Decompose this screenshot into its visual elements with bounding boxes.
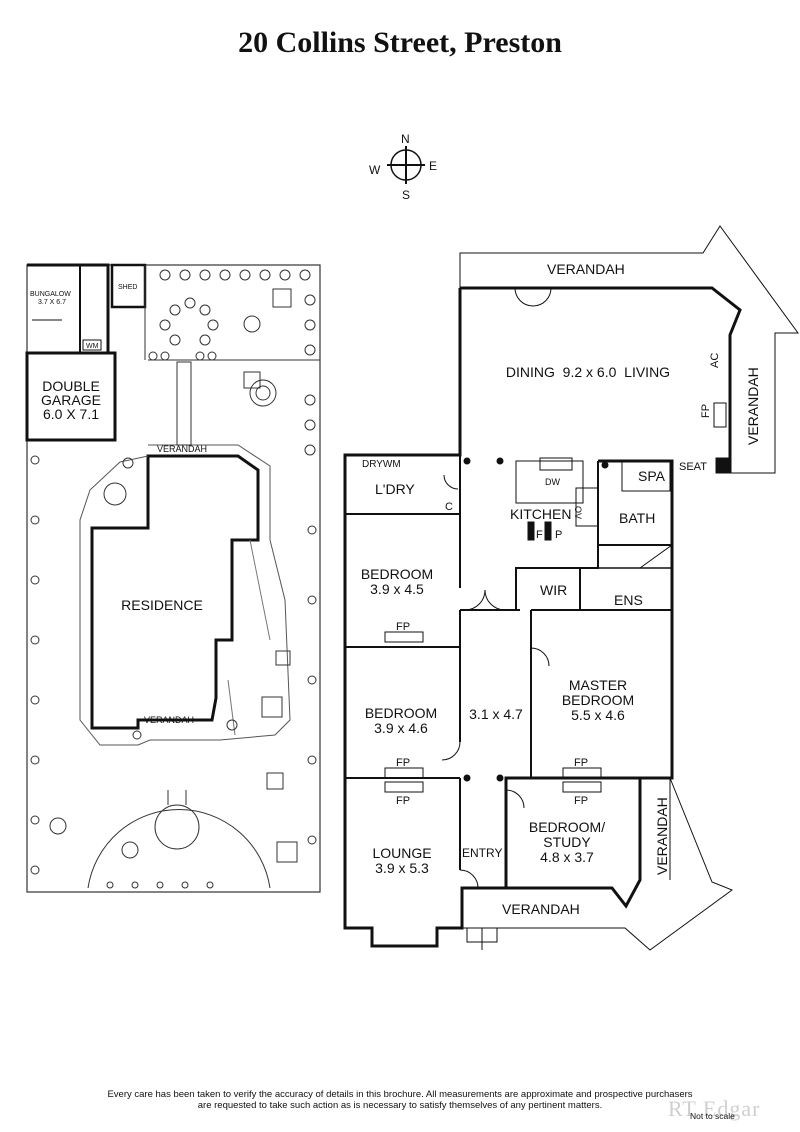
ens-label: ENS — [614, 592, 643, 608]
garage-label-2: GARAGE — [41, 392, 101, 408]
wir-label: WIR — [540, 582, 567, 598]
dining-living-label: DINING 9.2 x 6.0 LIVING — [506, 364, 670, 380]
verandah-side-label: VERANDAH — [654, 797, 670, 875]
bedroom2-label: BEDROOM — [365, 705, 437, 721]
compass-w: W — [369, 163, 381, 177]
fp-living-label: FP — [700, 404, 712, 418]
compass-n: N — [401, 132, 410, 146]
fp-bedroom2-label: FP — [396, 757, 410, 769]
brand-logo: RT Edgar — [668, 1096, 761, 1121]
disclaimer: Every care has been taken to verify the … — [60, 1089, 740, 1111]
fp-study-label: FP — [574, 795, 588, 807]
bedroom1-size: 3.9 x 4.5 — [370, 581, 424, 597]
lounge-size: 3.9 x 5.3 — [375, 860, 429, 876]
garage-size: 6.0 X 7.1 — [43, 406, 99, 422]
fp-bedroom1-label: FP — [396, 621, 410, 633]
shed-label: SHED — [118, 284, 137, 291]
master-label-2: BEDROOM — [562, 692, 634, 708]
not-to-scale: Not to scale — [690, 1111, 735, 1121]
drywm-label: DRYWM — [362, 459, 401, 470]
kitchen-label: KITCHEN — [510, 506, 571, 522]
verandah-right-label: VERANDAH — [745, 367, 761, 445]
verandah-front-label: VERANDAH — [502, 901, 580, 917]
ov-label: OV — [573, 506, 583, 519]
study-label-1: BEDROOM/ — [529, 819, 605, 835]
disclaimer-line-1: Every care has been taken to verify the … — [107, 1089, 693, 1100]
bedroom1-label: BEDROOM — [361, 566, 433, 582]
disclaimer-line-2: are requested to take such action as is … — [197, 1100, 603, 1111]
pantry-label: P — [555, 529, 562, 541]
lounge-label: LOUNGE — [372, 845, 431, 861]
laundry-label: L'DRY — [375, 481, 415, 497]
residence-label: RESIDENCE — [121, 597, 203, 613]
garage-label-1: DOUBLE — [42, 378, 100, 394]
compass-icon: N E S W — [369, 132, 437, 202]
bedroom2-size: 3.9 x 4.6 — [374, 720, 428, 736]
bungalow-size: 3.7 X 6.7 — [38, 299, 66, 306]
fp-master-label: FP — [574, 757, 588, 769]
entry-label: ENTRY — [462, 846, 502, 860]
page-title: 20 Collins Street, Preston — [238, 26, 562, 59]
dw-label: DW — [545, 477, 560, 487]
site-verandah-top: VERANDAH — [157, 444, 207, 454]
site-plan — [25, 263, 321, 893]
compass-e: E — [429, 159, 437, 173]
ac-label: AC — [709, 353, 721, 368]
hall-size: 3.1 x 4.7 — [469, 706, 523, 722]
bungalow-label: BUNGALOW — [30, 291, 71, 298]
master-size: 5.5 x 4.6 — [571, 707, 625, 723]
spa-label: SPA — [638, 468, 666, 484]
house-walls — [343, 225, 799, 951]
fridge-label: F — [536, 529, 543, 541]
cupboard-label: C — [445, 501, 453, 513]
site-verandah-bottom: VERANDAH — [144, 715, 194, 725]
master-label-1: MASTER — [569, 677, 627, 693]
bath-label: BATH — [619, 510, 655, 526]
study-label-2: STUDY — [543, 834, 591, 850]
verandah-top-label: VERANDAH — [547, 261, 625, 277]
study-size: 4.8 x 3.7 — [540, 849, 594, 865]
compass-s: S — [402, 188, 410, 202]
wm-label: WM — [86, 343, 99, 350]
fp-lounge-label: FP — [396, 795, 410, 807]
seat-label: SEAT — [679, 461, 707, 473]
